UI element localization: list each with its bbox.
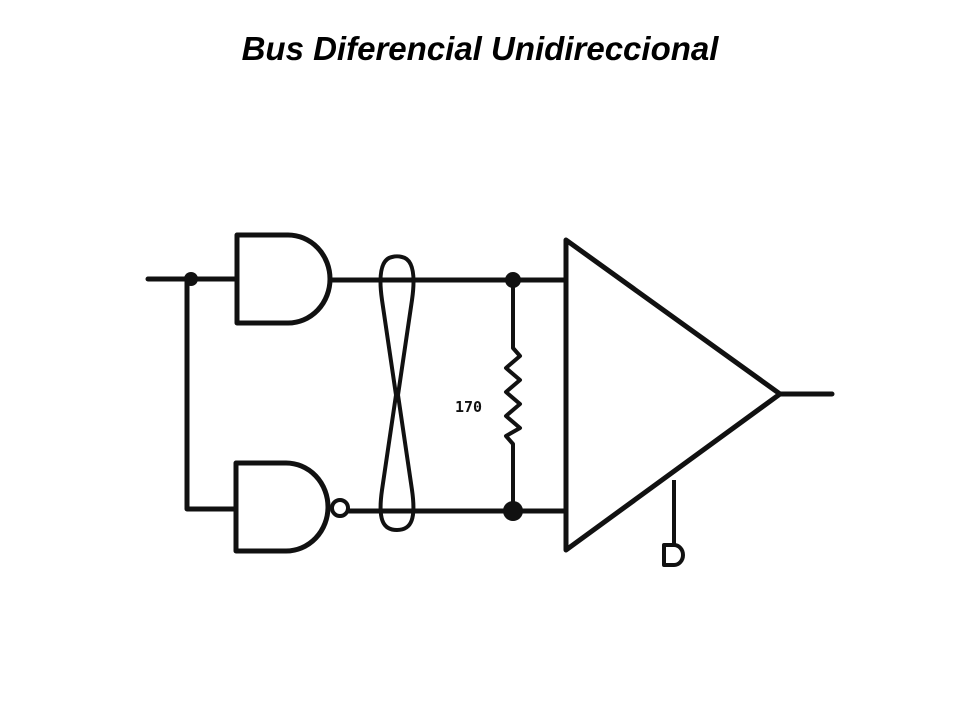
twisted-pair [378, 254, 416, 532]
input-branch-wire [184, 276, 239, 512]
termination-resistor [504, 280, 522, 511]
resistor-value-label: 170 [455, 398, 482, 416]
and-gate [234, 232, 333, 326]
nand-gate [233, 460, 331, 554]
enable-input-terminal [662, 543, 685, 567]
slide-title: Bus Diferencial Unidireccional [241, 30, 719, 67]
differential-receiver [563, 237, 783, 553]
nand-inversion-bubble [330, 498, 350, 518]
